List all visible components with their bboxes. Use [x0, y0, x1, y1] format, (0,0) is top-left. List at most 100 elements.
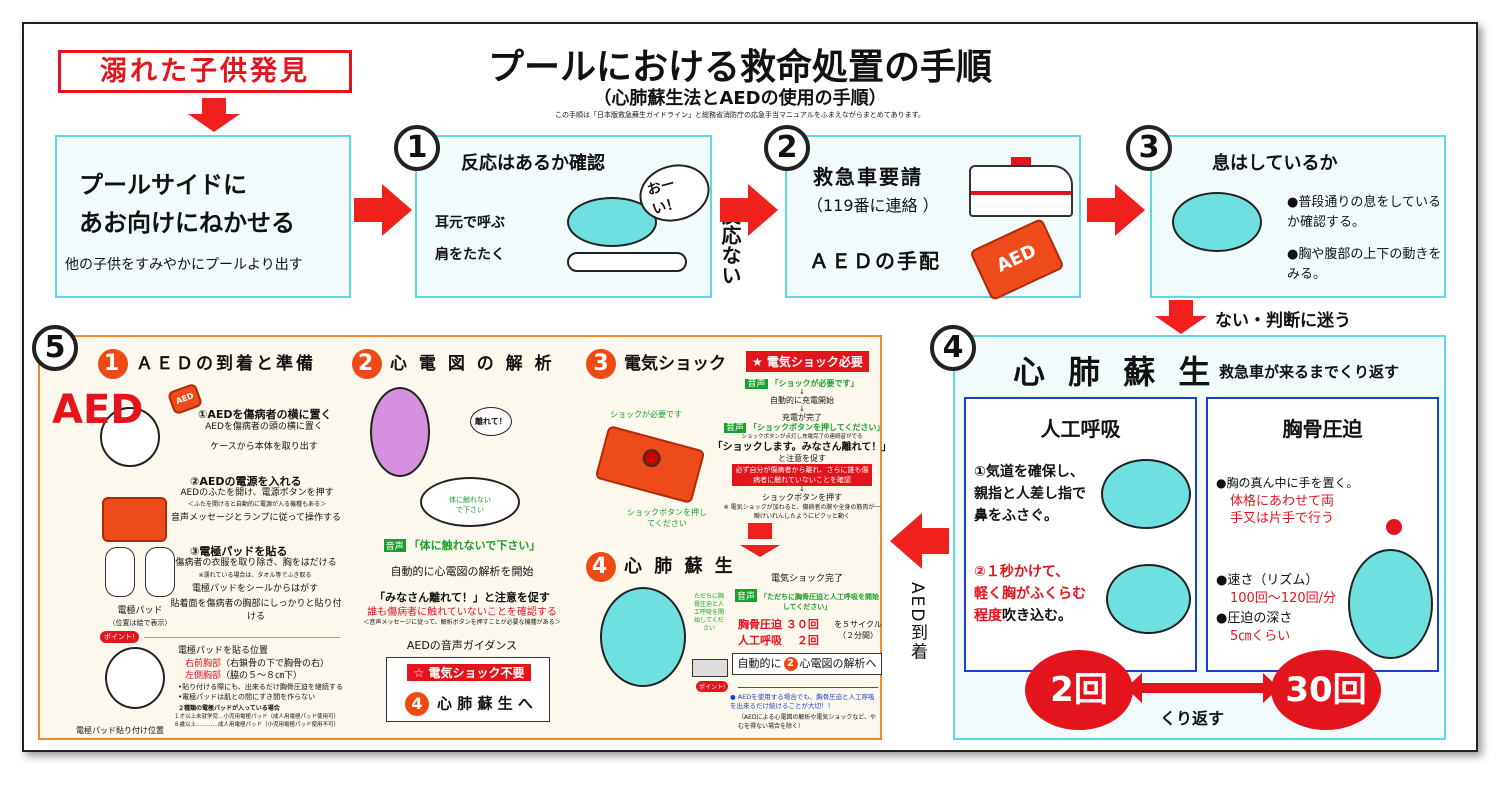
circle-3-icon: 3 [586, 349, 616, 379]
step2-aed-arrange: ＡＥＤの手配 [809, 249, 941, 273]
shock-press-button: ショックボタンを押す [762, 493, 842, 502]
pad-position-title: 電極パッドを貼る位置 [178, 646, 269, 656]
breathing-step-2a: ②１秒かけて、 [974, 564, 1070, 580]
point-badge: ポイント! [696, 681, 729, 692]
breathing-step-2d: 吹き込む。 [1002, 608, 1072, 624]
chest-target-icon [1386, 519, 1402, 535]
no-shock-label: ☆ 電気ショック不要 [407, 664, 531, 681]
step2-call-119: （119番に連絡 ） [807, 196, 939, 215]
chest-compression-title: 胸骨圧迫 [1282, 417, 1363, 441]
shock-title: 3 電気ショック [586, 349, 726, 379]
aed-side-label: AED [52, 387, 144, 433]
step3-check-2: ●胸や腹部の上下の動きをみる。 [1287, 247, 1442, 282]
do-not-touch-callout: 体に触れないで下さい [449, 496, 491, 514]
step2-box: AED 救急車要請 （119番に連絡 ） ＡＥＤの手配 [785, 135, 1081, 302]
compressions-count-badge: 30回 [1271, 650, 1381, 730]
pad-note-1: •貼り付ける際にも、出来るだけ胸骨圧迫を継続する [178, 683, 343, 691]
breathing-step-2: ②１秒かけて、軽く胸がふくらむ程度吹き込む。 [974, 561, 1104, 627]
prep-follow-voice: 音声メッセージとランプに従って操作する [170, 513, 342, 523]
prep-attach-pads: ③電極パッドを貼る [190, 545, 288, 558]
press-button-callout: ショックボタンを押してください [627, 508, 707, 528]
voice-tag: 音声 [383, 539, 406, 552]
ecg-stay-clear: 「みなさん離れて！」と注意を促す [374, 591, 550, 604]
shock-charge-done: 充電が完了 [782, 413, 822, 422]
compression-depth-label: ●圧迫の深さ [1216, 611, 1293, 626]
pad-note-2: •電極パッドは肌との間にすき間を作らない [178, 693, 316, 701]
patient-illustration [100, 407, 160, 467]
prep-remove-clothes: 傷病者の衣服を取り除き、胸をはだける [175, 558, 337, 568]
circle-2-icon: 2 [352, 349, 382, 379]
right-arrow-icon [720, 184, 778, 236]
point-badge: ポイント! [100, 631, 139, 643]
stay-clear-bubble: 離れて！ [470, 407, 512, 436]
breaths-count-badge: 2回 [1025, 650, 1133, 730]
circle-4-icon: 4 [405, 692, 429, 716]
two-pads-adult: ８歳以上…………成人用電極パッド（小児用電極パッド使用不可） [174, 722, 340, 728]
aed-voice-guidance: AEDの音声ガイダンス [406, 639, 518, 652]
prep-place-aed-detail: AEDを傷病者の頭の横に置く [205, 422, 323, 432]
rescue-breathing-title: 人工呼吸 [1040, 417, 1121, 441]
down-arrow-icon [1155, 300, 1207, 334]
left-arrow-icon [890, 513, 922, 569]
pad-position-1-detail: （右鎖骨の下で胸骨の右） [221, 659, 330, 669]
cpr-breath-count: 人工呼吸 ２回 [738, 634, 819, 647]
pad-position-2-detail: （脇の５〜８㎝下） [221, 671, 303, 681]
step2-title: 救急車要請 [813, 165, 923, 189]
shock-charge-start: 自動的に充電開始 [770, 396, 834, 405]
rescuer-illustration [567, 197, 657, 247]
step-lay-down-line1: プールサイドに [79, 171, 247, 199]
shock-safety-warning: 必ず自分が傷病者から離れ、さらに誰も傷病者に触れていないことを確認 [732, 464, 872, 486]
step1-title: 反応はあるか確認 [461, 153, 605, 174]
pad-position-1: 右前胸部 [185, 659, 222, 669]
right-arrow-icon [1087, 184, 1145, 236]
cpr-point-note: ● AEDを使用する場合でも、胸骨圧迫と人工呼吸を出来るだけ続けることが大切！！ [730, 693, 875, 710]
step3-title: 息はしているか [1212, 153, 1338, 174]
circle-2-icon: 2 [783, 657, 798, 671]
aed-open-icon [102, 497, 167, 542]
ecg-auto-analysis: 自動的に心電図の解析を開始 [390, 565, 534, 578]
cpr-illustration [600, 587, 686, 687]
step-lay-down-line2: あお向けにねかせる [79, 209, 295, 237]
two-pads-child: １才以上未就学児…小児用電極パッド（成人用電極パッド使用可） [174, 714, 340, 720]
auto-analysis-a: 自動的に [737, 657, 782, 670]
cpr-cycles: を５サイクル（２分間） [834, 620, 882, 640]
step-lay-down-sub: 他の子供をすみやかにプールより出す [65, 257, 303, 273]
ecg-confirm-no-touch: 誰も傷病者に触れていないことを確認する [367, 607, 557, 618]
voice-tag: 音声 [745, 379, 768, 389]
step2-number: 2 [764, 125, 810, 171]
cpr-point-exception: （AEDによる心電図の解析や電気ショックなど、やむを得ない場合を除く） [738, 714, 877, 730]
shock-stay-clear: 「ショックします。みなさん離れて！」 [712, 442, 892, 453]
voice-tag: 音声 [724, 423, 747, 433]
shock-button-lit: ショックボタンが点灯し充電完了の連続音がでる [741, 434, 863, 440]
prep-peel-pads: 電極パッドをシールからはがす [191, 584, 318, 594]
ecg-button-note: ＜音声メッセージに従って、解析ボタンを押すことが必要な機種がある＞ [363, 619, 561, 626]
shock-flow: 音声「ショックが必要です」 ↓自動的に充電開始 ↓充電が完了 音声「ショックボタ… [713, 379, 891, 521]
step4-box: 心 肺 蘇 生 救急車が来るまでくり返す 人工呼吸 ①気道を確保し、親指と人差し… [953, 335, 1446, 740]
compression-hand-position: ●胸の真ん中に手を置く。 [1216, 476, 1359, 490]
found-child-label: 溺れた子供発見 [58, 50, 352, 93]
patient-illustration [567, 252, 687, 272]
ambulance-icon [969, 157, 1073, 217]
repeat-double-arrow-icon [1126, 673, 1279, 703]
page-subtitle: （心肺蘇生法とAEDの使用の手順） [593, 88, 887, 109]
pad-position-illustration [105, 647, 165, 709]
cpr-shock-done: 電気ショック完了 [770, 574, 843, 584]
breathing-step-2c: 程度 [974, 608, 1002, 624]
aed-arrival-label: AED到着 [907, 582, 927, 662]
page-title: プールにおける救命処置の手順 [487, 47, 992, 88]
aed-shock-illustration [594, 424, 706, 505]
shock-title-text: 電気ショック [624, 354, 726, 374]
shock-warn-text: と注意を促す [778, 454, 826, 463]
prep-place-aed: ①AEDを傷病者の横に置く [198, 408, 332, 421]
rescue-breathing-box: 人工呼吸 ①気道を確保し、親指と人差し指で鼻をふさぐ。 ②１秒かけて、軽く胸がふ… [964, 397, 1197, 672]
step1-call-ear: 耳元で呼ぶ [435, 215, 505, 231]
step-lay-down-box: プールサイドに あお向けにねかせる 他の子供をすみやかにプールより出す [55, 135, 351, 298]
two-pads-title: ２種類の電極パッドが入っている場合 [178, 705, 280, 712]
step4-sub: 救急車が来るまでくり返す [1219, 363, 1400, 381]
compression-depth-value: 5㎝くらい [1230, 629, 1291, 644]
shock-needed-callout: ショックが必要です [610, 410, 682, 419]
circle-1-icon: 1 [98, 349, 128, 379]
